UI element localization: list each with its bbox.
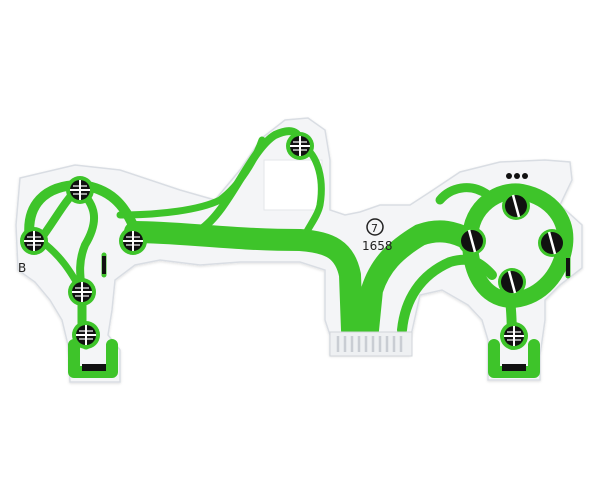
contact-pad: [500, 322, 528, 350]
left-contact-pads: [20, 132, 314, 349]
printed-letter: B: [18, 261, 26, 275]
contact-pad: [538, 229, 566, 257]
indicator-dots: [506, 173, 528, 179]
right-contact-pads: [458, 192, 566, 350]
circle-mark: 7: [366, 218, 384, 236]
contact-pad: [72, 321, 100, 349]
contact-pad: [286, 132, 314, 160]
contact-pad: [20, 227, 48, 255]
contact-pad: [119, 227, 147, 255]
part-number: 1658: [362, 239, 393, 253]
tail-pad-right: [502, 364, 526, 371]
circle-mark-text: 7: [371, 222, 378, 235]
contact-pad: [498, 268, 526, 296]
contact-pad: [458, 227, 486, 255]
contact-pad: [66, 176, 94, 204]
black-bar-left: [102, 256, 106, 274]
ribbon-connector: [329, 331, 413, 357]
contact-pad: [502, 192, 530, 220]
film-cutout: [263, 159, 323, 211]
contact-pad: [68, 278, 96, 306]
tail-pad-left: [82, 364, 106, 371]
black-bar-right: [566, 258, 570, 276]
